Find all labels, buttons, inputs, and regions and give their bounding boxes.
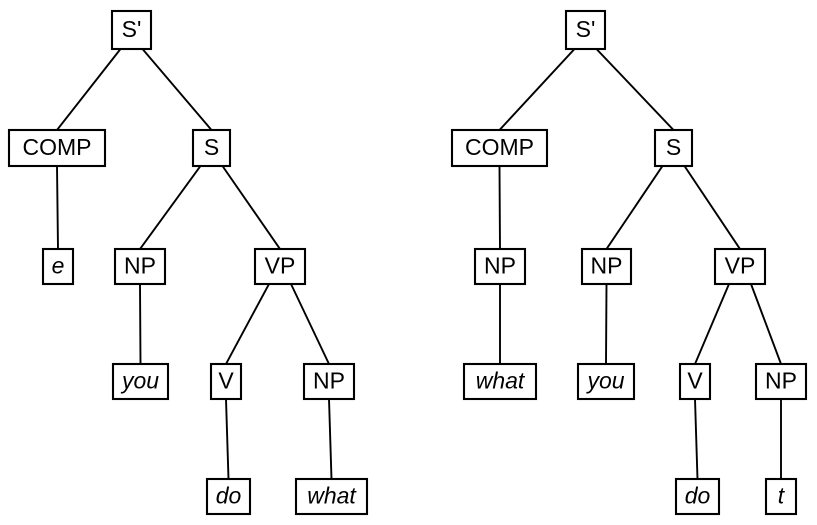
tree-edge-R-Sbar-to-R-COMP [498,47,576,132]
tree-node-L-VP: VP [253,247,307,286]
tree-node-R-V: V [678,362,712,401]
tree-node-R-VP: VP [713,247,767,286]
node-box-R-Sbar [564,9,607,51]
node-label-R-VP: VP [725,253,756,279]
node-label-L-VP: VP [265,253,296,279]
tree-edge-R-Sbar-to-R-S [595,47,675,132]
tree-edge-L-Sbar-to-L-COMP [55,47,122,132]
node-label-R-NP0: NP [484,253,516,279]
tree-node-L-NP2: NP [302,362,356,401]
node-label-L-you: you [120,368,159,394]
node-box-L-you [111,362,170,401]
tree-edges-left-tree [55,47,333,480]
tree-node-L-S: S [191,128,232,168]
node-box-R-COMP [450,128,549,168]
node-box-R-t [764,477,798,516]
node-label-R-Sbar: S' [576,16,596,42]
tree-edge-L-Sbar-to-L-S [141,47,213,132]
tree-edge-L-VP-to-L-NP2 [289,282,331,366]
node-label-L-Sbar: S' [122,16,142,42]
tree-edge-L-V-to-L-do [225,398,230,480]
node-box-L-NP1 [113,247,167,286]
tree-node-L-NP1: NP [113,247,167,286]
node-label-L-S: S [204,134,219,160]
tree-node-L-Sbar: S' [110,9,153,51]
node-box-R-what [462,362,538,401]
node-box-L-VP [253,247,307,286]
node-label-R-NP1: NP [591,253,623,279]
tree-node-R-S: S [653,128,694,168]
tree-node-L-what: what [294,477,369,516]
node-box-R-S [653,128,694,168]
tree-node-L-COMP: COMP [7,128,107,168]
node-box-R-VP [713,247,767,286]
node-label-R-t: t [778,483,786,509]
tree-edge-L-NP2-to-L-what [328,398,333,480]
node-label-R-COMP: COMP [465,134,534,160]
node-label-L-NP2: NP [313,368,345,394]
tree-node-R-t: t [764,477,798,516]
tree-node-R-NP1: NP [580,247,633,286]
tree-node-R-do: do [674,477,721,516]
tree-node-R-Sbar: S' [564,9,607,51]
tree-edge-L-COMP-to-L-e [56,165,59,250]
node-label-L-V: V [218,368,234,394]
node-box-L-do [205,477,252,516]
node-label-R-what: what [476,368,526,394]
tree-node-L-e: e [41,247,75,286]
node-label-R-you: you [585,368,624,394]
node-label-R-do: do [685,483,711,509]
node-label-L-e: e [52,253,65,279]
tree-edge-R-VP-to-R-NP2 [749,282,783,366]
tree-node-L-you: you [111,362,170,401]
edges-layer [55,47,783,480]
tree-edge-R-VP-to-R-V [693,282,731,366]
tree-edge-L-S-to-L-VP [221,164,282,251]
node-box-L-e [41,247,75,286]
tree-edge-L-VP-to-L-V [224,282,271,366]
node-label-L-NP1: NP [124,253,156,279]
node-box-R-NP0 [473,247,527,286]
tree-nodes-right-tree: S' COMP S NP NP VP what you V NP do t [450,9,808,516]
node-label-L-COMP: COMP [23,134,92,160]
node-box-L-what [294,477,369,516]
node-box-R-do [674,477,721,516]
node-box-L-V [209,362,243,401]
tree-edge-R-S-to-R-VP [683,164,742,251]
tree-edge-R-S-to-R-NP1 [605,164,664,251]
tree-node-R-COMP: COMP [450,128,549,168]
tree-node-L-V: V [209,362,243,401]
node-label-L-do: do [216,483,242,509]
node-box-R-V [678,362,712,401]
tree-edge-R-COMP-to-R-NP0 [498,165,501,250]
tree-edge-L-S-to-L-NP1 [138,164,202,251]
tree-edges-right-tree [498,47,783,480]
node-label-R-NP2: NP [765,368,797,394]
tree-edge-R-V-to-R-do [694,398,699,480]
node-box-L-COMP [7,128,107,168]
node-box-R-NP2 [754,362,808,401]
tree-edge-R-NP1-to-R-you [605,283,608,365]
tree-edge-L-NP1-to-L-you [139,283,142,365]
node-box-L-NP2 [302,362,356,401]
node-label-L-what: what [307,483,357,509]
node-box-L-S [191,128,232,168]
tree-node-R-what: what [462,362,538,401]
node-box-R-you [576,362,636,401]
node-label-R-S: S [666,134,681,160]
tree-node-R-NP2: NP [754,362,808,401]
node-box-L-Sbar [110,9,153,51]
node-box-R-NP1 [580,247,633,286]
tree-node-R-you: you [576,362,636,401]
tree-node-R-NP0: NP [473,247,527,286]
node-label-R-V: V [687,368,703,394]
tree-node-L-do: do [205,477,252,516]
